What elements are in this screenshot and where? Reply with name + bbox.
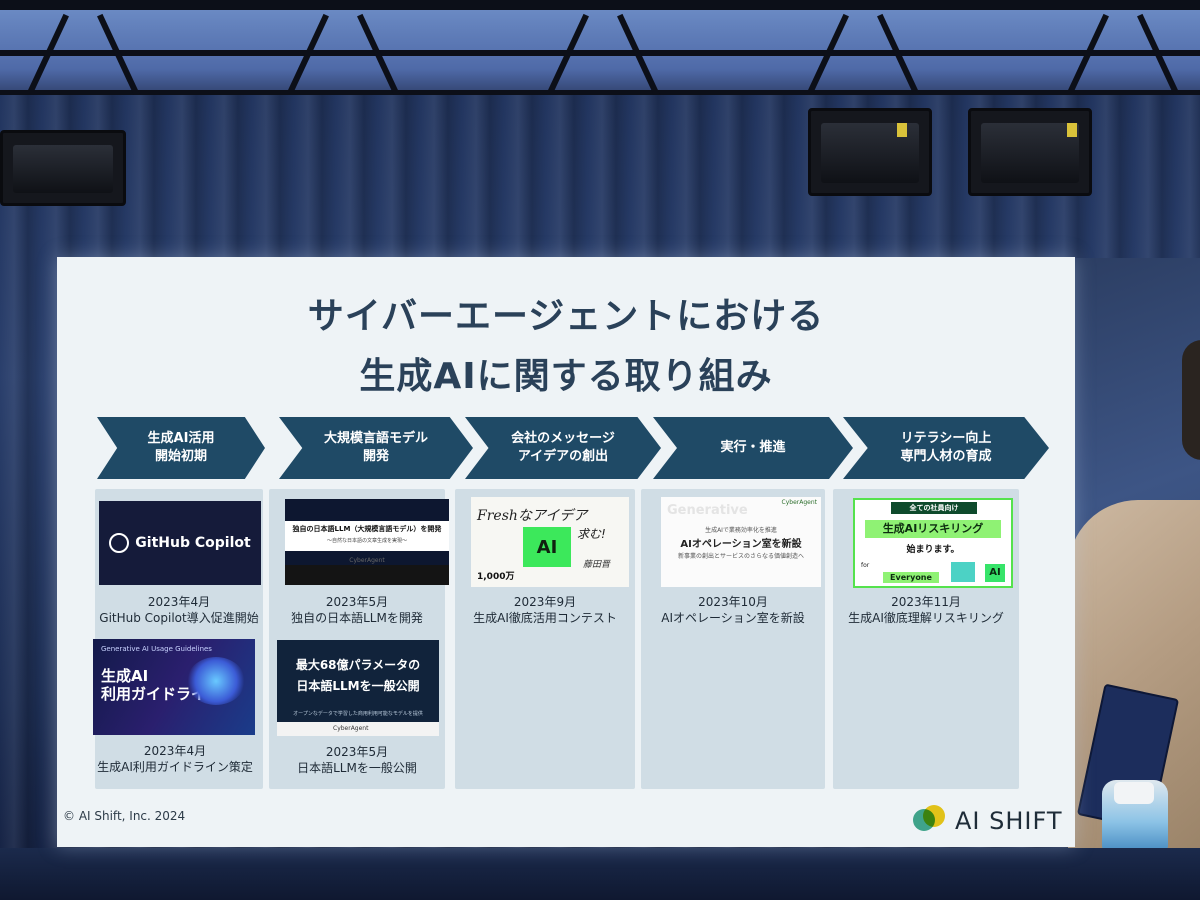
aiops-thumb-logo: CyberAgent — [781, 499, 817, 506]
phase-label: 会社のメッセージ — [511, 431, 615, 446]
contest-thumb-motomu: 求む! — [577, 527, 606, 541]
phase-chevron-4: 実行・推進 — [653, 417, 853, 479]
bottle-cap — [1114, 782, 1154, 804]
phase-label: 開始初期 — [154, 449, 207, 464]
reskill-thumb-start: 始まります。 — [906, 545, 960, 555]
copilot-caption: 2023年4月 GitHub Copilot導入促進開始 — [95, 594, 263, 626]
reskill-thumb-title: 生成AIリスキリング — [865, 520, 1001, 538]
phase-label: 実行・推進 — [720, 440, 786, 455]
llm-public-date: 2023年5月 — [325, 745, 389, 759]
slide-title-line2: 生成AIに関する取り組み — [359, 356, 773, 397]
reskill-date: 2023年11月 — [891, 595, 961, 609]
llm-public-thumb-logo: CyberAgent — [333, 725, 369, 732]
llm-public-caption: 2023年5月 日本語LLMを一般公開 — [269, 744, 445, 776]
contest-thumb-signature: 藤田晋 — [583, 560, 611, 570]
llm-dev-thumb-footer — [285, 565, 449, 585]
github-icon — [109, 533, 130, 553]
truss-top-bar — [0, 0, 1200, 10]
ai-shift-brand: AI SHIFT — [955, 807, 1063, 835]
stage-light — [0, 130, 126, 206]
triangle-icon — [951, 562, 975, 582]
contest-caption: 2023年9月 生成AI徹底活用コンテスト — [455, 594, 635, 626]
stage-floor — [0, 848, 1200, 900]
copyright-text: © AI Shift, Inc. 2024 — [63, 809, 186, 823]
phase-label: 開発 — [362, 449, 389, 464]
copilot-thumb-text: GitHub Copilot — [135, 535, 251, 551]
llm-public-thumb-line2: 日本語LLMを一般公開 — [296, 679, 420, 693]
aiops-caption: 2023年10月 AIオペレーション室を新設 — [641, 594, 825, 626]
phase-chevron-3: 会社のメッセージ アイデアの創出 — [465, 417, 661, 479]
aiops-desc: AIオペレーション室を新設 — [661, 611, 805, 625]
llm-dev-thumb-title: 独自の日本語LLM（大規模言語モデル）を開発 — [292, 525, 442, 533]
slide-title-line1: サイバーエージェントにおける — [307, 296, 825, 337]
aiops-thumb-line2: AIオペレーション室を新設 — [680, 539, 802, 550]
llm-public-thumb-sub: オープンなデータで学習した商用利用可能なモデルを提供 — [293, 711, 423, 717]
contest-thumbnail: Freshなアイデア AI 求む! 1,000万 藤田晋 — [471, 497, 629, 587]
guideline-thumb-small: Generative AI Usage Guidelines — [101, 645, 212, 653]
brain-graphic — [187, 657, 245, 705]
copilot-date: 2023年4月 — [147, 595, 211, 609]
guideline-date: 2023年4月 — [143, 744, 207, 758]
guideline-desc: 生成AI利用ガイドライン策定 — [97, 760, 253, 774]
aiops-thumb-line3: 新事業の創出とサービスのさらなる価値創造へ — [677, 553, 804, 560]
contest-thumb-number: 1,000万 — [477, 572, 515, 582]
llm-public-thumbnail: 最大68億パラメータの 日本語LLMを一般公開 オープンなデータで学習した商用利… — [277, 640, 439, 736]
reskill-ai-badge: AI — [985, 564, 1005, 582]
copilot-thumbnail: GitHub Copilot — [99, 501, 261, 585]
truss-mid-bar — [0, 50, 1200, 56]
phase-chevron-5: リテラシー向上 専門人材の育成 — [843, 417, 1049, 479]
aiops-date: 2023年10月 — [698, 595, 768, 609]
llm-dev-desc: 独自の日本語LLMを開発 — [291, 611, 423, 625]
phase-chevron-2: 大規模言語モデル 開発 — [279, 417, 473, 479]
reskill-thumb-header: 全ての社員向け — [891, 502, 977, 514]
guideline-thumbnail: Generative AI Usage Guidelines 生成AI 利用ガイ… — [93, 639, 255, 735]
presentation-slide: サイバーエージェントにおける 生成AIに関する取り組み 生成AI活用 開始初期 … — [57, 257, 1075, 847]
phase-label: アイデアの創出 — [517, 449, 609, 464]
contest-thumb-headline: Freshなアイデア — [477, 508, 588, 524]
llm-public-thumb-footer: CyberAgent — [277, 722, 439, 736]
llm-dev-thumb-sub: ～自然な日本語の文章生成を実現～ — [326, 538, 407, 544]
reskill-thumb-for: for — [861, 562, 870, 569]
llm-dev-date: 2023年5月 — [325, 595, 389, 609]
phase-label: 生成AI活用 — [147, 431, 215, 446]
presenter-head — [1182, 340, 1200, 460]
contest-ai-badge: AI — [523, 527, 571, 567]
reskill-thumbnail: 全ての社員向け 生成AIリスキリング 始まります。 for Everyone A… — [853, 498, 1013, 588]
reskill-thumb-everyone: Everyone — [883, 572, 939, 583]
aiops-thumbnail: Generative CyberAgent 生成AIで業務効率化を推進 AIオペ… — [661, 497, 821, 587]
stage-light — [808, 108, 932, 196]
reskill-caption: 2023年11月 生成AI徹底理解リスキリング — [833, 594, 1019, 626]
aiops-thumb-line1: 生成AIで業務効率化を推進 — [705, 527, 777, 534]
phase-label: 大規模言語モデル — [323, 431, 428, 446]
llm-public-thumb-line1: 最大68億パラメータの — [295, 658, 421, 672]
llm-dev-thumb-logo: CyberAgent — [349, 557, 385, 564]
phase-chevron-1: 生成AI活用 開始初期 — [97, 417, 265, 479]
llm-public-desc: 日本語LLMを一般公開 — [297, 761, 417, 775]
aiops-thumb-watermark: Generative — [667, 503, 748, 518]
phase-label: リテラシー向上 — [900, 431, 992, 446]
stage-light — [968, 108, 1092, 196]
guideline-caption: 2023年4月 生成AI利用ガイドライン策定 — [91, 743, 259, 775]
contest-desc: 生成AI徹底活用コンテスト — [473, 611, 617, 625]
guideline-thumb-line1: 生成AI — [101, 667, 149, 685]
llm-dev-thumbnail: 独自の日本語LLM（大規模言語モデル）を開発 ～自然な日本語の文章生成を実現～ … — [285, 499, 449, 585]
phase-label: 専門人材の育成 — [900, 449, 992, 464]
contest-date: 2023年9月 — [513, 595, 577, 609]
reskill-desc: 生成AI徹底理解リスキリング — [848, 611, 1004, 625]
llm-dev-caption: 2023年5月 独自の日本語LLMを開発 — [269, 594, 445, 626]
ai-shift-logo-icon — [913, 805, 947, 839]
llm-dev-banner — [285, 521, 449, 551]
copilot-desc: GitHub Copilot導入促進開始 — [99, 611, 259, 625]
